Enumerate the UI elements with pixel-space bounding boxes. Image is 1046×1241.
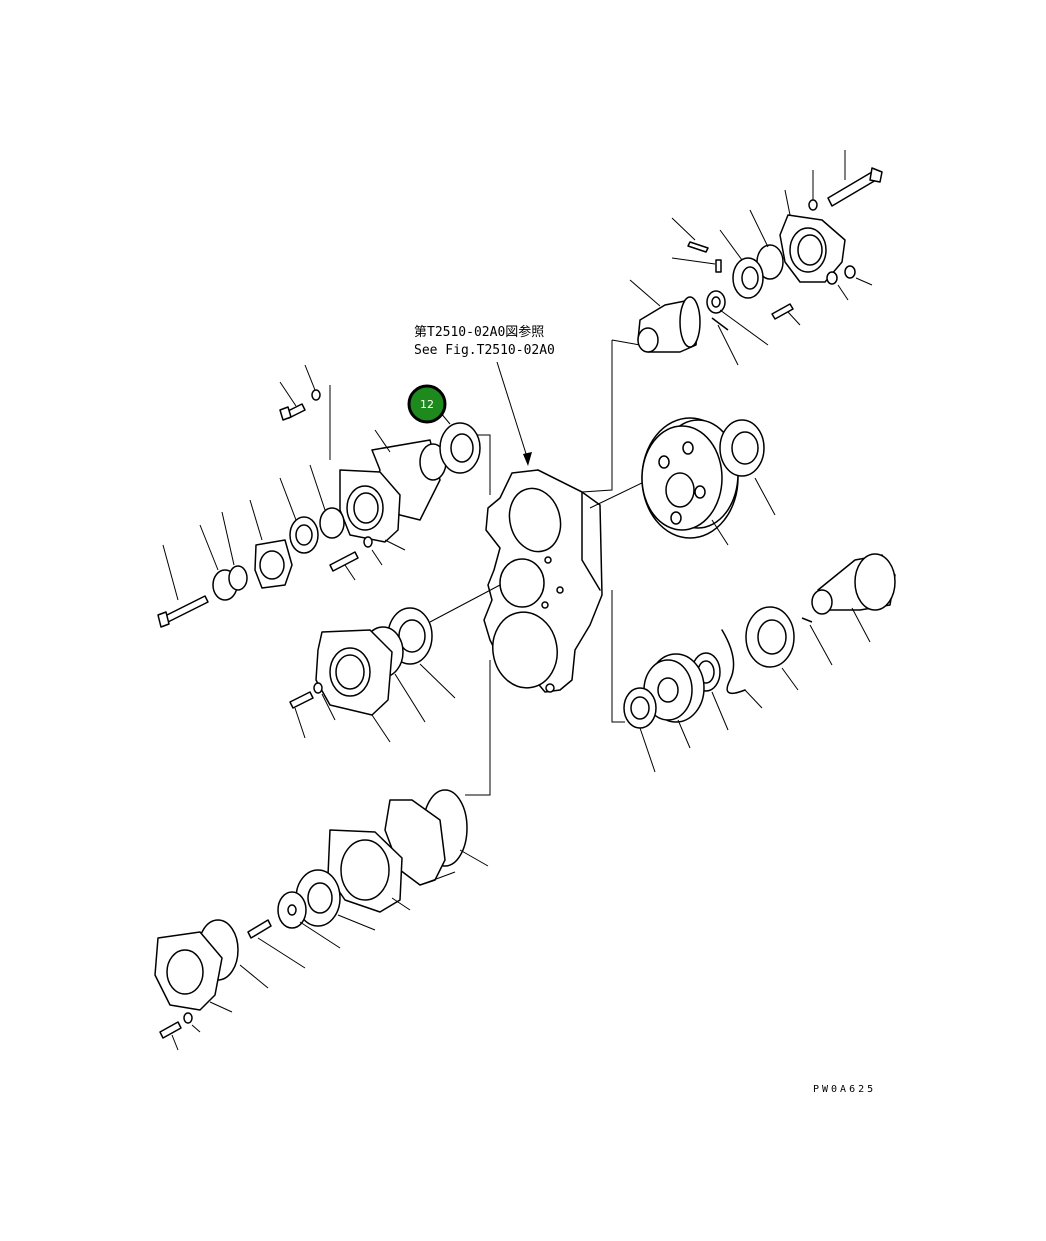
reference-note-jp: 第T2510-02A0図参照 [414,324,544,340]
left-middle-assembly [289,607,456,743]
leader-top-shaft [581,340,613,493]
leader-bottom-group [465,660,491,796]
bottom-assembly [154,789,489,1051]
reference-note-en: See Fig.T2510-02A0 [414,343,555,358]
reference-note: 第T2510-02A0図参照 See Fig.T2510-02A0 [414,324,555,466]
part-number-label: 12 [420,398,434,411]
leader-upper-bearing [473,434,491,495]
lower-right-shaft-assembly [623,553,896,773]
upper-left-assembly [157,364,481,628]
reference-arrowhead [523,452,532,466]
part-number-badge[interactable]: 12 [407,384,447,424]
top-right-shaft-assembly [629,150,883,366]
idler-gear [641,417,776,546]
figure-code: PW0A625 [813,1084,876,1095]
gear-case-housing [483,469,603,693]
leader-lower-shaft [611,590,625,723]
leader-idler-gear [589,479,649,509]
leader-left-bearing [429,584,501,623]
reference-arrow [496,361,529,461]
